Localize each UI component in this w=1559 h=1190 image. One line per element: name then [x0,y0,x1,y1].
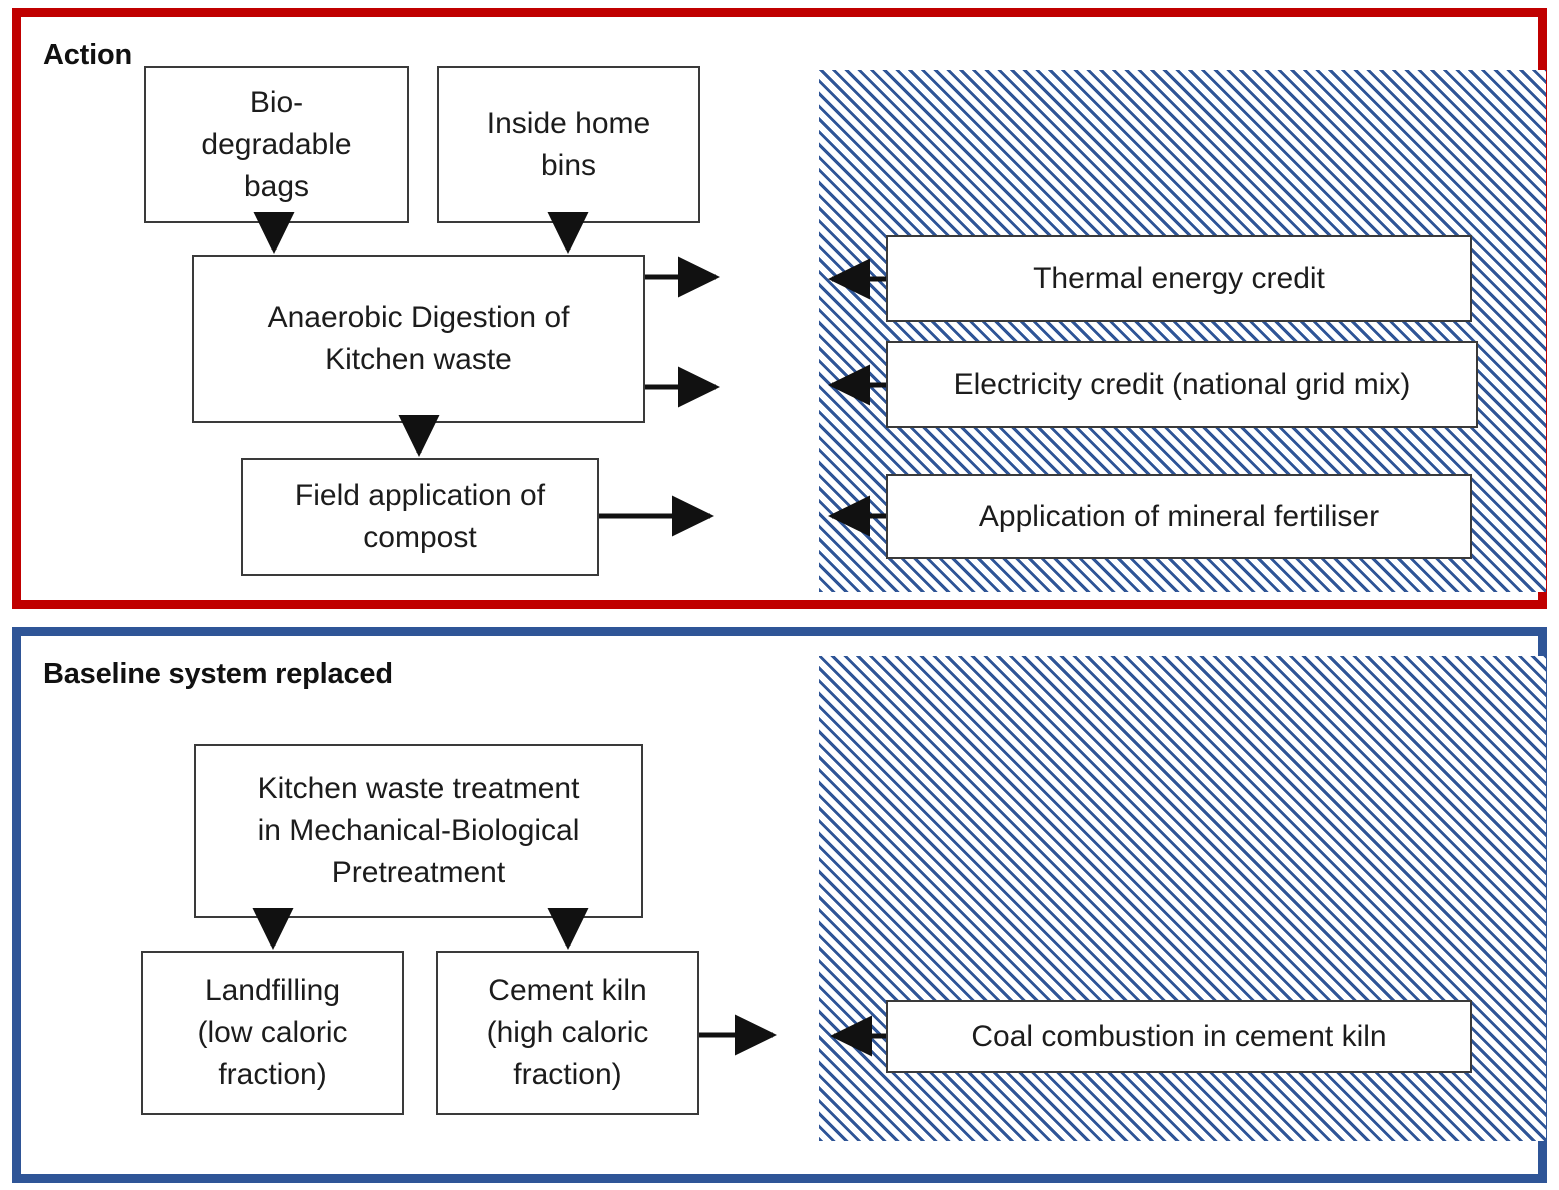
box-biodegradable-bags-line3: bags [243,169,310,203]
box-cement-kiln[interactable]: Cement kiln (high caloric fraction) [436,951,699,1115]
box-landfilling-line1: Landfilling [204,974,341,1007]
box-electricity-credit[interactable]: Electricity credit (national grid mix) [886,341,1478,428]
box-inside-home-bins[interactable]: Inside home bins [437,66,700,223]
box-cement-kiln-line1: Cement kiln [488,974,647,1007]
box-cement-kiln-line3: fraction) [513,1058,622,1091]
box-anaerobic-digestion-line2: Kitchen waste [325,343,512,376]
box-biodegradable-bags-line1: Bio- [249,85,304,119]
box-inside-home-bins-line2: bins [540,148,597,182]
box-mechanical-biological-pretreatment[interactable]: Kitchen waste treatment in Mechanical-Bi… [194,744,643,918]
box-landfilling[interactable]: Landfilling (low caloric fraction) [141,951,404,1115]
box-coal-combustion-label: Coal combustion in cement kiln [971,1019,1387,1053]
box-mbt-line2: in Mechanical-Biological [257,814,580,847]
box-landfilling-line3: fraction) [218,1058,327,1091]
action-panel-title: Action [43,39,133,71]
box-landfilling-line2: (low caloric [197,1016,348,1049]
box-cement-kiln-line2: (high caloric [486,1016,649,1049]
box-inside-home-bins-line1: Inside home [486,106,651,140]
box-mbt-line3: Pretreatment [331,856,506,889]
box-field-application-compost[interactable]: Field application of compost [241,458,599,576]
box-biodegradable-bags-line2: degradable [201,127,352,161]
box-mineral-fertiliser[interactable]: Application of mineral fertiliser [886,474,1472,559]
box-mineral-fertiliser-label: Application of mineral fertiliser [978,499,1380,533]
box-thermal-energy-credit-label: Thermal energy credit [1033,261,1325,295]
box-biodegradable-bags[interactable]: Bio- degradable bags [144,66,409,223]
box-field-application-compost-line2: compost [363,521,477,554]
box-mbt-line1: Kitchen waste treatment [257,772,580,805]
box-field-application-compost-line1: Field application of [294,479,546,512]
box-anaerobic-digestion[interactable]: Anaerobic Digestion of Kitchen waste [192,255,645,423]
box-anaerobic-digestion-line1: Anaerobic Digestion of [267,301,570,334]
baseline-panel-title: Baseline system replaced [43,658,393,690]
box-coal-combustion-cement-kiln[interactable]: Coal combustion in cement kiln [886,1000,1472,1073]
box-electricity-credit-label: Electricity credit (national grid mix) [953,367,1411,401]
box-thermal-energy-credit[interactable]: Thermal energy credit [886,235,1472,322]
